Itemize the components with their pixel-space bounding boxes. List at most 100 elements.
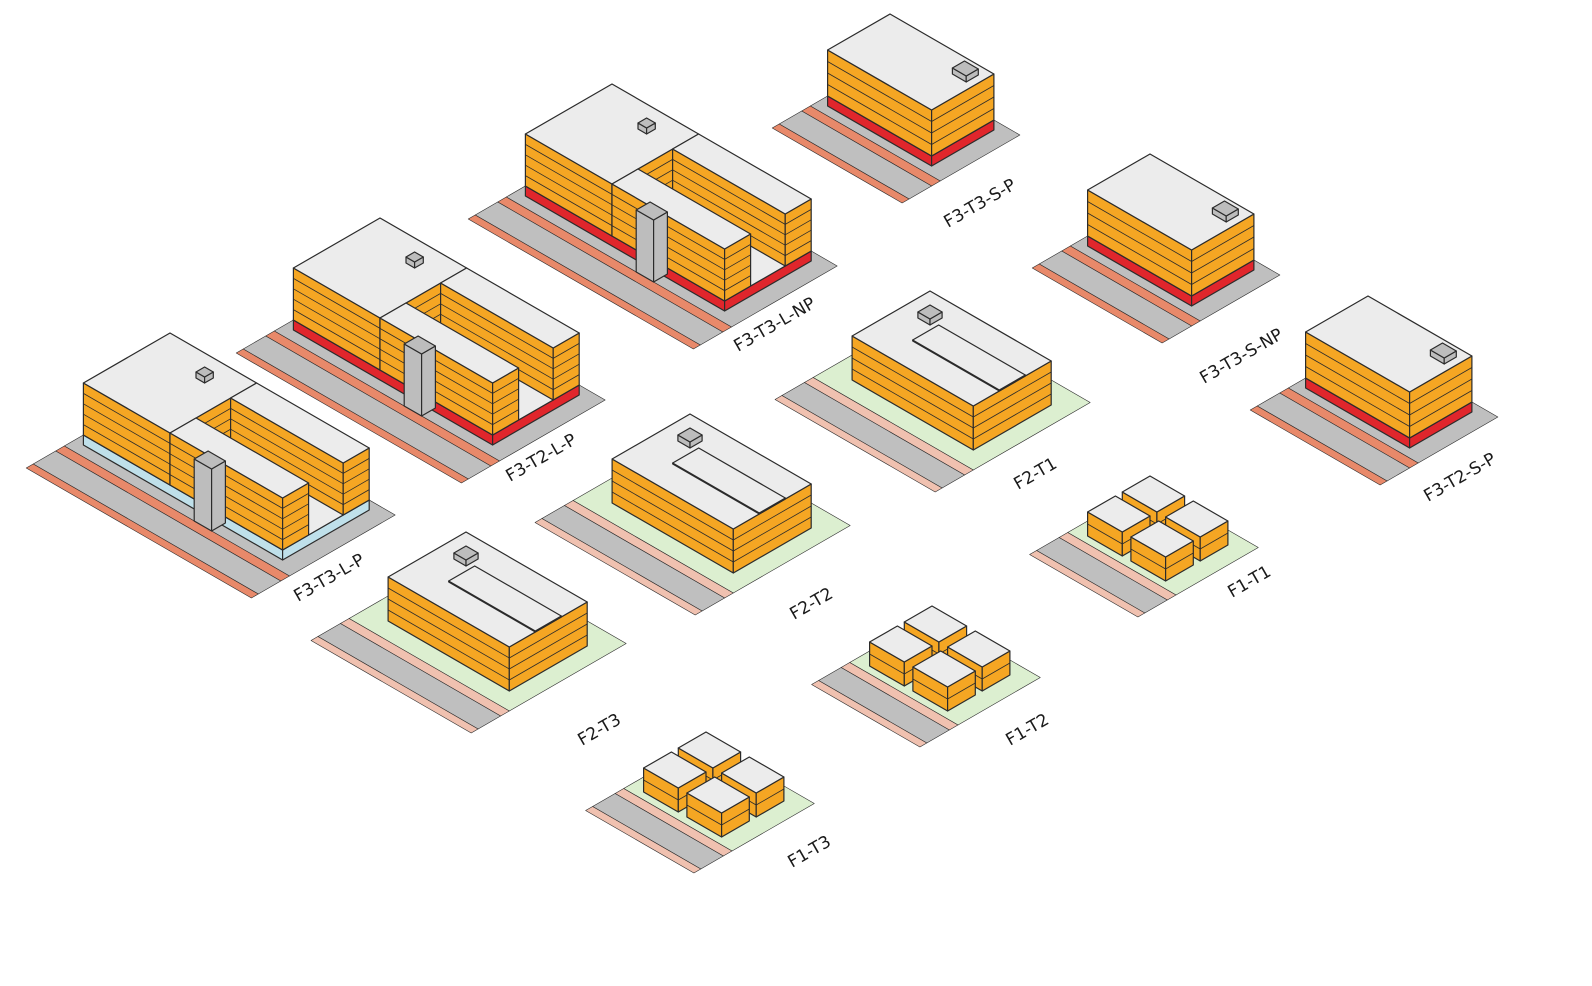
mass-t12-1-floor-line [755, 788, 785, 806]
mass-t1-2-floor-line [343, 478, 370, 495]
mass-t12-0-roof [677, 731, 742, 769]
mass-t3-2-floor-line [672, 179, 786, 246]
mass-t1-2-floor-line [343, 468, 370, 485]
mass-t1-3-floor-line [282, 524, 309, 540]
mass-t11-1-floor-line [981, 662, 1011, 680]
mass-t3-3-floor-line [724, 244, 751, 260]
mass-t3-4-face-left [635, 209, 655, 283]
sidewalk-far-t6 [1249, 405, 1388, 486]
mass-t11-3-floor-line [912, 678, 948, 700]
mass-t2-4-roof [403, 335, 436, 355]
mass-t1-1-floor-line [83, 403, 171, 455]
mass-t2-2-floor-line [440, 303, 554, 370]
mass-t2-1-floor-line [293, 288, 381, 340]
mass-t9-0-floor-line [387, 598, 510, 670]
mass-t2-2-floor-line [553, 363, 580, 380]
mass-t2-4-face-right [421, 345, 436, 417]
mass-t2-3-floor-line [492, 378, 519, 394]
label-f2-t1: F2-T1 [1011, 454, 1061, 495]
mass-t3-2-floor-line [672, 169, 786, 236]
mass-t3-2-roof [671, 133, 812, 215]
mass-t7-0-floor-line [851, 357, 974, 429]
mass-t7-0-floor-line [973, 371, 1052, 418]
sidewalk-far-t4 [771, 123, 910, 204]
mass-t3-3-floor-line [724, 275, 751, 291]
mass-t8-1-roof [672, 447, 786, 514]
mass-t4-1-floor-line [931, 96, 995, 134]
label-f1-t3: F1-T3 [785, 832, 835, 873]
typology-t10 [1029, 475, 1259, 618]
mass-t4-1-floor-line [931, 108, 995, 145]
typology-t2 [235, 217, 606, 484]
label-f2-t2: F2-T2 [787, 584, 837, 625]
mass-t3-5-roof [637, 117, 656, 129]
mass-t3-2-floor-line [785, 219, 812, 236]
mass-t2-3-floor-line [492, 409, 519, 425]
mass-t2-2-floor-line [553, 343, 580, 359]
mass-t8-0-floor-line [611, 469, 734, 541]
mass-t3-3-floor-line [724, 264, 751, 281]
typology-t3 [467, 83, 838, 350]
mass-t12-1-roof [720, 756, 785, 794]
mass-t1-3-floor-line [169, 443, 283, 509]
mass-t3-4-roof [635, 201, 669, 221]
mass-t4-1-floor-line [827, 72, 932, 134]
mass-t9-0-floor-line [509, 634, 588, 681]
typology-t6 [1249, 295, 1499, 486]
mass-t7-1-roof [912, 324, 1026, 391]
sidewalk-far-t9 [310, 636, 479, 734]
mass-t6-1-roof [1304, 295, 1473, 393]
mass-t1-3-floor-line [282, 493, 309, 509]
mass-t2-2-roof [440, 267, 580, 349]
sidewalk-far-t1 [25, 463, 259, 599]
mass-t1-3-roof [169, 417, 310, 499]
mass-t7-0-floor-line [851, 368, 974, 440]
mass-t2-1-floor-line [293, 298, 381, 350]
mass-t3-2-floor-line [785, 229, 812, 246]
sidewalk-far-t12 [585, 806, 702, 874]
mass-t1-2-roof [230, 382, 370, 464]
typology-t7 [774, 290, 1091, 493]
mass-t8-2-roof [677, 427, 703, 443]
mass-t1-5-roof [195, 366, 214, 378]
mass-t1-2-floor-line [230, 408, 344, 474]
mass-t11-1-roof [946, 630, 1011, 668]
typology-t8 [534, 413, 851, 616]
mass-t2-3-floor-line [379, 359, 493, 425]
mass-t9-0-floor-line [387, 609, 510, 681]
mass-t2-3-floor-line [379, 338, 493, 405]
mass-t5-1-floor-line [1191, 225, 1255, 262]
mass-t2-2-floor-line [553, 374, 580, 390]
mass-t8-0-floor-line [733, 516, 812, 563]
mass-t2-3-floor-line [379, 348, 493, 415]
mass-t3-3-roof [611, 168, 752, 250]
mass-t3-1-floor-line [525, 154, 613, 206]
mass-t11-3-roof [912, 650, 976, 688]
mass-t11-2-roof [868, 625, 933, 663]
mass-t3-2-floor-line [785, 209, 812, 225]
building-models [25, 13, 1499, 874]
mass-t6-1-floor-line [1305, 354, 1410, 416]
mass-t1-4-face-right [211, 460, 226, 532]
mass-t6-1-floor-line [1409, 390, 1473, 427]
mass-t1-4-face-left [193, 458, 213, 532]
mass-t5-1-roof [1086, 153, 1255, 251]
mass-t5-1-floor-line [1191, 248, 1255, 285]
typology-t9 [310, 531, 627, 734]
sidewalk-far-t5 [1031, 263, 1170, 344]
mass-t2-2-floor-line [553, 353, 580, 370]
mass-t3-3-floor-line [611, 204, 725, 271]
label-f3-t2-s-p: F3-T2-S-P [1421, 449, 1500, 506]
mass-t3-1-floor-line [525, 175, 613, 226]
mass-t10-3-roof [1130, 520, 1194, 558]
mass-t5-1-floor-line [1087, 201, 1192, 262]
mass-t1-2-floor-line [343, 489, 370, 505]
mass-t6-1-floor-line [1305, 366, 1410, 427]
sidewalk-far-t2 [235, 348, 469, 484]
mass-t2-1-floor-line [293, 309, 381, 360]
mass-t2-3-floor-line [492, 398, 519, 415]
mass-t1-3-floor-line [282, 503, 309, 520]
mass-t11-0-roof [903, 605, 968, 643]
mass-t8-0-floor-line [611, 480, 734, 552]
